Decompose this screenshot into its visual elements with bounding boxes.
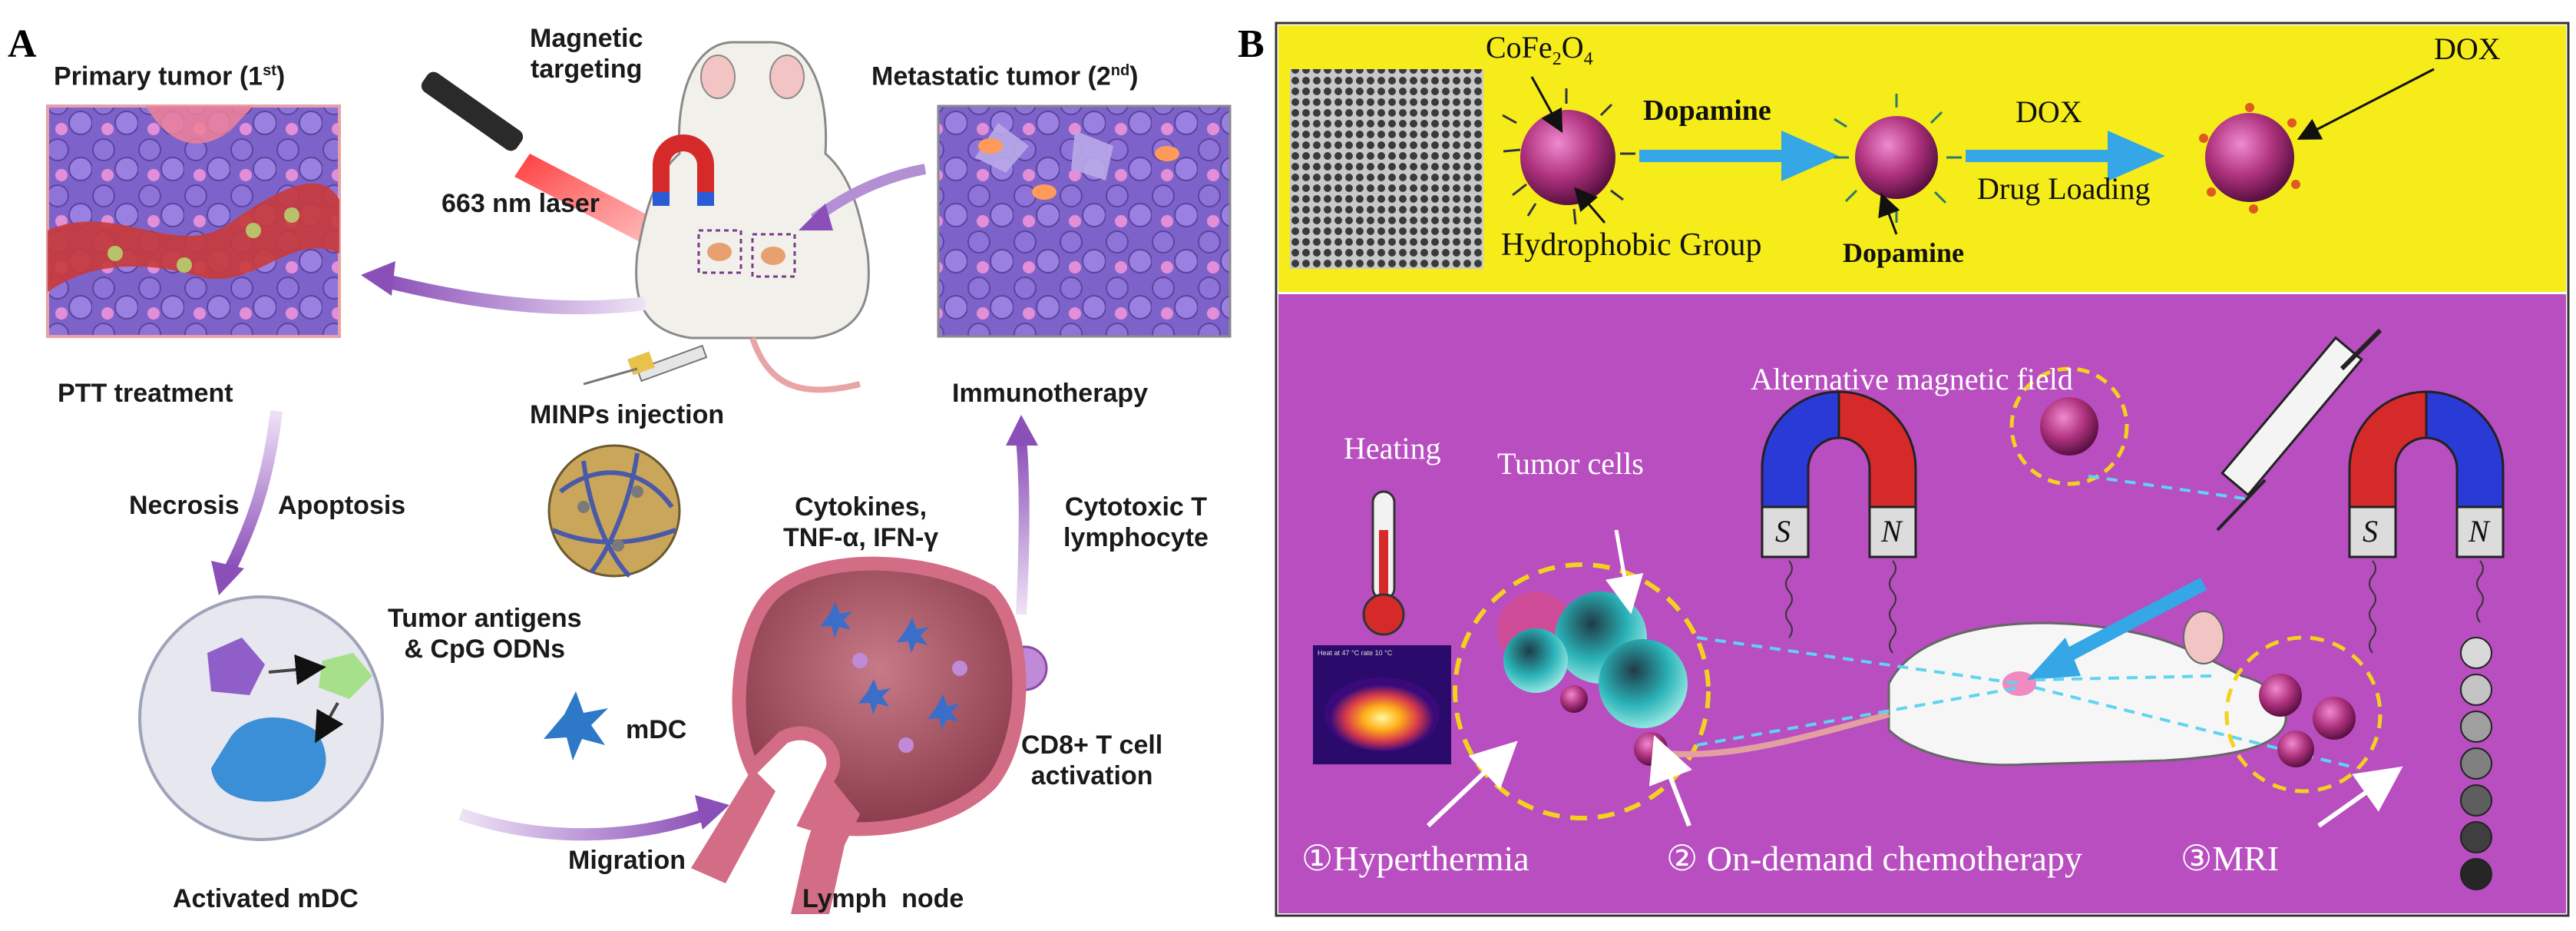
tumor-dashed-circle [1453, 562, 1711, 820]
mri-gray-dot [2460, 747, 2492, 780]
white-arrow-mri [2317, 766, 2403, 828]
mri-gray-dot [2460, 711, 2492, 743]
blue-arrow-dopamine [1639, 131, 1839, 181]
mri-label: ③MRI [2181, 839, 2280, 878]
nanoparticle-cofe2o4 [1502, 88, 1635, 225]
laser-label: 663 nm laser [441, 189, 600, 218]
chemotherapy-label: ② On-demand chemotherapy [1666, 839, 2082, 878]
nanoparticle-dox-loaded [2199, 103, 2300, 214]
blue-arrow-dox [1966, 131, 2165, 181]
field-wave-right-2 [2476, 560, 2484, 623]
hydrophobic-pointer-line [1574, 187, 1606, 224]
purple-arrow-migration [458, 795, 729, 841]
thermal-image [1313, 645, 1451, 764]
mdc-label: mDC [626, 715, 687, 744]
white-arrow-chemo [1648, 735, 1692, 827]
tumor-cells-cluster [1497, 591, 1688, 766]
mri-dashed-circle [2224, 635, 2383, 794]
panel-a-letter: A [8, 22, 37, 66]
syringe-icon [583, 344, 708, 386]
dox-pointer-line [2297, 68, 2435, 140]
mri-gray-dot [2460, 858, 2492, 890]
primary-tumor-label: Primary tumor (1st) [54, 61, 286, 91]
alternative-field-label: Alternative magnetic field [1751, 362, 2073, 396]
lymph-node-label: Lymph node [802, 884, 964, 913]
mdc-cell-icon [544, 691, 608, 760]
white-arrow-tumor-cells [1605, 529, 1644, 615]
nanoparticle-dopamine [1834, 94, 1962, 223]
mri-gray-dot [2460, 674, 2492, 706]
field-wave-right-1 [2369, 560, 2376, 654]
syringe-b [2216, 328, 2383, 532]
left-magnet-n: N [1881, 514, 1902, 548]
cd8-activation-label: CD8+ T cell activation [1021, 731, 1163, 790]
right-magnet-n: N [2469, 514, 2489, 548]
magnet-left [1761, 390, 1917, 558]
ptt-treatment-label: PTT treatment [58, 379, 233, 408]
field-wave-left-2 [1889, 560, 1896, 654]
migration-label: Migration [568, 846, 686, 875]
mri-gray-dot [2460, 821, 2492, 853]
dopamine-pointer-line [1878, 192, 1900, 235]
mouse-illustration [635, 41, 870, 393]
mri-particles [2259, 674, 2356, 767]
cytotoxic-t-label: Cytotoxic T lymphocyte [1063, 492, 1209, 552]
dox-arrow-label: DOX [2015, 94, 2082, 129]
tem-image [1290, 69, 1483, 269]
dox-label: DOX [2434, 31, 2501, 66]
dopamine-particle-label: Dopamine [1843, 237, 1965, 268]
dopamine-arrow-label: Dopamine [1643, 94, 1771, 127]
np-zoom-particle [2040, 397, 2098, 456]
hyperthermia-label: ①Hyperthermia [1301, 839, 1529, 878]
panel-b-letter: B [1238, 22, 1265, 66]
right-magnet-s: S [2363, 514, 2378, 548]
minps-injection-label: MINPs injection [530, 400, 725, 429]
activated-mdc-label: Activated mDC [173, 884, 359, 913]
minp-nanoparticle [547, 444, 681, 578]
metastatic-tumor-image [937, 104, 1232, 338]
mri-gray-dot [2460, 637, 2492, 669]
panel-b-purple-region [1278, 294, 2566, 913]
blue-arrow-injection [2027, 578, 2207, 680]
purple-arrow-lymph-to-immuno [1006, 415, 1038, 615]
tumor-antigens-label: Tumor antigens & CpG ODNs [388, 604, 582, 664]
metastatic-tumor-label: Metastatic tumor (2nd) [871, 61, 1139, 91]
mouse-b [1658, 611, 2287, 767]
purple-arrow-ptt-to-mdc [211, 410, 283, 595]
tumor-cells-label: Tumor cells [1497, 446, 1644, 481]
activated-mdc-circle [138, 595, 384, 841]
heating-label: Heating [1344, 431, 1441, 466]
mri-grayscale-dots [2460, 637, 2492, 890]
cytokines-label: Cytokines, TNF-α, IFN-γ [783, 492, 939, 552]
immunotherapy-label: Immunotherapy [952, 379, 1149, 408]
field-wave-left-1 [1785, 560, 1793, 638]
left-magnet-s: S [1775, 514, 1791, 548]
lymph-node [691, 556, 1027, 914]
purple-arrow-mouse-to-primary [361, 261, 646, 315]
np-zoom-dashed-circle [2009, 366, 2129, 486]
thermal-caption: Heat at 47 °C rate 10 °C [1318, 649, 1393, 657]
purple-arrow-metastatic-to-mouse [799, 164, 927, 230]
white-arrow-hyperthermia [1426, 740, 1518, 828]
cofe2o4-label: CoFe2O4 [1486, 30, 1593, 69]
drug-loading-label: Drug Loading [1977, 171, 2151, 206]
cofe-pointer-line [1530, 76, 1563, 134]
hydrophobic-group-label: Hydrophobic Group [1501, 227, 1762, 263]
mri-gray-dot [2460, 784, 2492, 817]
magnet-right [2348, 390, 2505, 558]
magnet-icon [653, 134, 714, 206]
apoptosis-label: Apoptosis [278, 491, 406, 520]
magnetic-targeting-label: Magnetic targeting [530, 24, 643, 84]
primary-tumor-image [46, 104, 341, 338]
thermometer-icon [1362, 490, 1405, 636]
necrosis-label: Necrosis [129, 491, 240, 520]
